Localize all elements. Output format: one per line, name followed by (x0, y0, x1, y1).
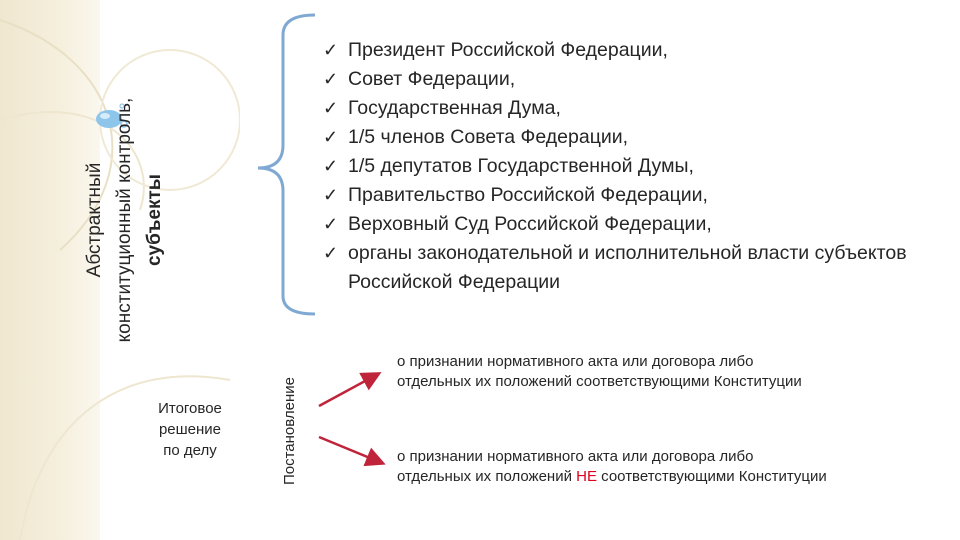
list-item: ✓ 1/5 депутатов Государственной Думы, (323, 152, 943, 181)
final-decision-label: Итоговое решение по делу (130, 398, 250, 461)
list-item: ✓ Верховный Суд Российской Федерации, (323, 210, 943, 239)
list-item: ✓ Совет Федерации, (323, 65, 943, 94)
decor-bubble-tiny (119, 103, 125, 109)
list-item: ✓ Государственная Дума, (323, 94, 943, 123)
outcome-text-before: отдельных их положений (397, 468, 577, 485)
final-decision-line-1: Итоговое (158, 400, 222, 417)
outcome-non-compliant: о признании нормативного акта или догово… (397, 447, 942, 487)
decor-bubble-highlight (100, 113, 110, 119)
list-item-text: 1/5 членов Совета Федерации, (348, 126, 629, 148)
outcome-compliant-line-2: отдельных их положений соответствующими … (397, 373, 802, 390)
list-item-text: Президент Российской Федерации, (348, 39, 668, 61)
checkmark-icon: ✓ (323, 185, 339, 205)
list-item-text: Правительство Российской Федерации, (348, 184, 708, 206)
checkmark-icon: ✓ (323, 156, 339, 176)
checkmark-icon: ✓ (323, 243, 339, 263)
list-item-text: Верховный Суд Российской Федерации, (348, 213, 712, 235)
list-item: ✓ Президент Российской Федерации, (323, 36, 943, 65)
checkmark-icon: ✓ (323, 69, 339, 89)
decor-bubble-small (120, 120, 128, 128)
list-item: ✓ органы законодательной и исполнительной… (323, 239, 943, 297)
checkmark-icon: ✓ (323, 127, 339, 147)
outcome-non-compliant-line-2: отдельных их положений НЕ соответствующи… (397, 467, 942, 487)
decor-curve (0, 111, 145, 211)
final-decision-line-3: по делу (163, 442, 217, 459)
list-item-text: Государственная Дума, (348, 97, 561, 119)
outcome-non-compliant-line-1: о признании нормативного акта или догово… (397, 448, 754, 465)
outcome-text-after: соответствующими Конституции (597, 468, 827, 485)
decor-curve (19, 375, 231, 540)
arrow-non-compliant (318, 435, 386, 467)
final-decision-line-2: решение (158, 421, 222, 438)
decorative-strip (0, 0, 100, 540)
checkmark-icon: ✓ (323, 214, 339, 234)
checkmark-icon: ✓ (323, 40, 339, 60)
left-brace (257, 13, 316, 316)
checkmark-icon: ✓ (323, 98, 339, 118)
list-item-text: 1/5 депутатов Государственной Думы, (348, 155, 694, 177)
list-item-text: Совет Федерации, (348, 68, 516, 90)
outcome-compliant-line-1: о признании нормативного акта или догово… (397, 353, 754, 370)
subjects-list: ✓ Президент Российской Федерации, ✓ Совет … (323, 36, 943, 297)
list-item-text: органы законодательной и исполнительной … (348, 242, 907, 293)
decree-label: Постановление (281, 376, 298, 486)
arrow-compliant (318, 372, 382, 408)
list-item: ✓ 1/5 членов Совета Федерации, (323, 123, 943, 152)
outcome-compliant: о признании нормативного акта или догово… (397, 352, 942, 392)
negation-word: НЕ (576, 468, 597, 485)
decorative-curves (0, 19, 240, 540)
list-item: ✓ Правительство Российской Федерации, (323, 181, 943, 210)
